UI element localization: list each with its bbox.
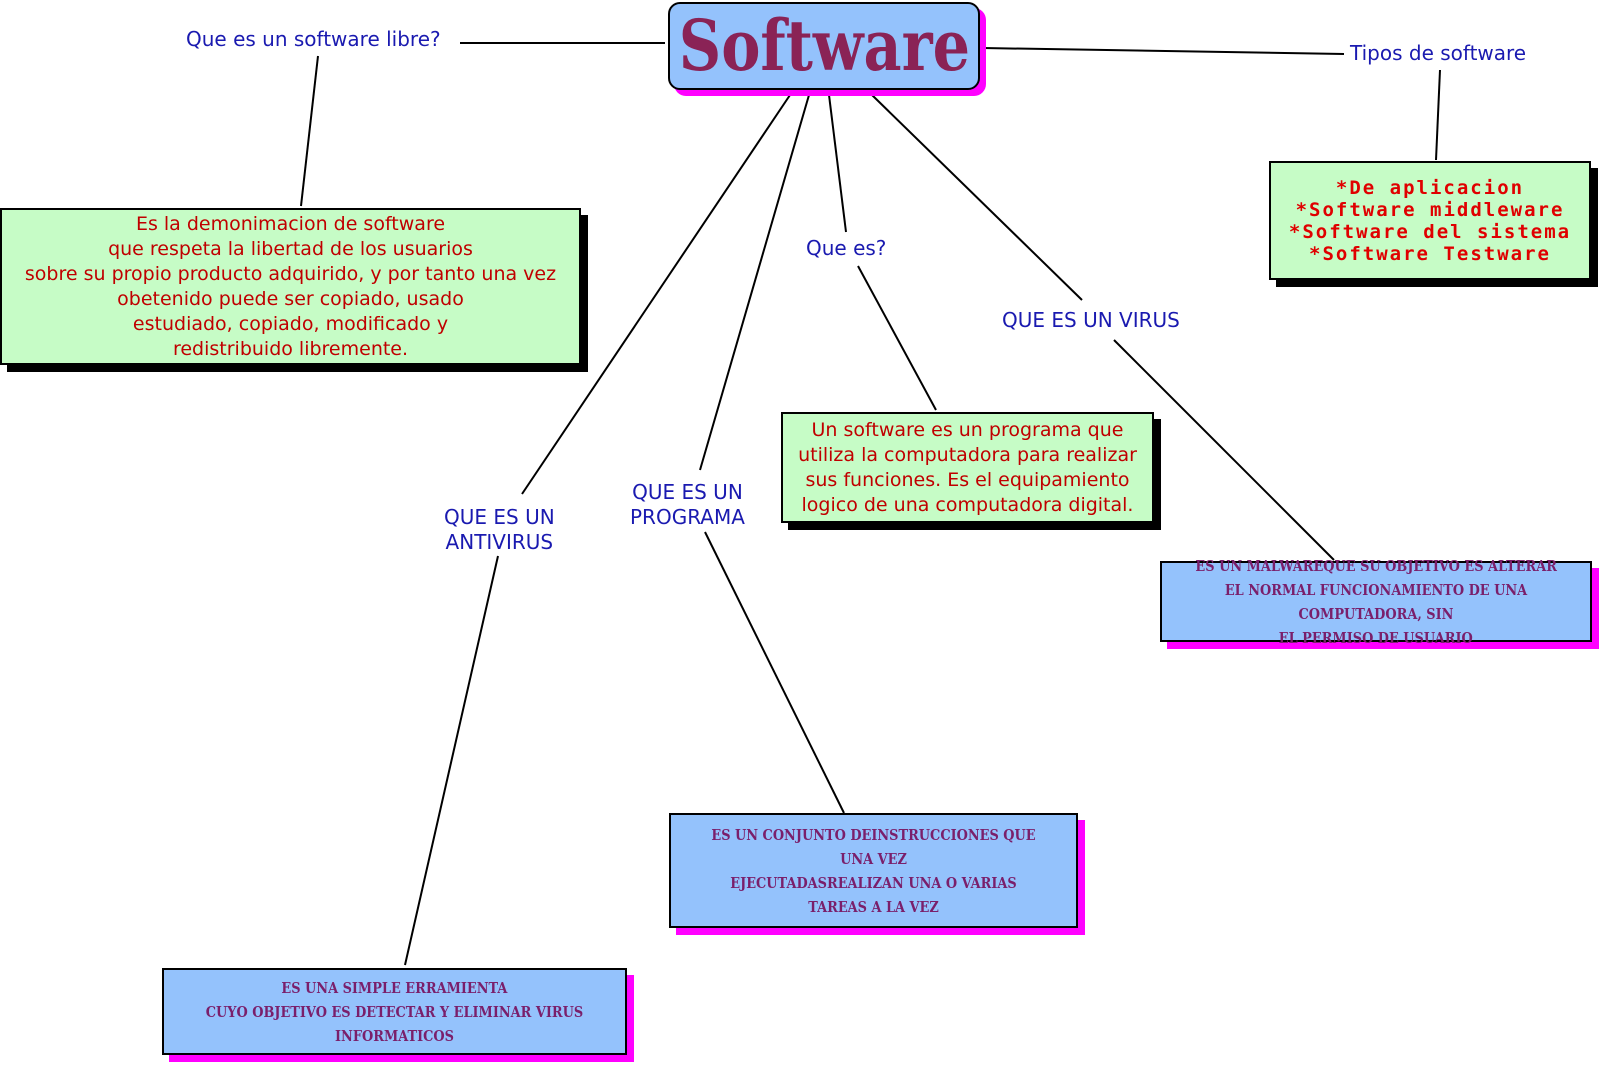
label-que-es: Que es? xyxy=(806,236,887,260)
box-virus-line: ES UN MALWAREQUE SU OBJETIVO ES ALTERAR xyxy=(1195,556,1557,575)
box-tipos-line: *Software Testware xyxy=(1309,242,1551,265)
box-virus-line: EL PERMISO DE USUARIO xyxy=(1279,628,1473,647)
box-que-es-antivirus: ES UNA SIMPLE ERRAMIENTA CUYO OBJETIVO E… xyxy=(162,968,627,1055)
box-libre-line: redistribuido libremente. xyxy=(172,337,409,360)
connector-quees-box xyxy=(857,265,937,411)
box-libre-line: estudiado, copiado, modificado y xyxy=(132,312,449,335)
box-virus-line: EL NORMAL FUNCIONAMIENTO DE UNA COMPUTAD… xyxy=(1224,580,1528,623)
label-programa-line-2: PROGRAMA xyxy=(630,505,745,529)
connector-virus-box xyxy=(1113,339,1335,561)
box-quees-line: logico de una computadora digital. xyxy=(801,493,1134,516)
label-que-es-un-virus: QUE ES UN VIRUS xyxy=(1002,308,1180,332)
box-que-es-virus: ES UN MALWAREQUE SU OBJETIVO ES ALTERAR … xyxy=(1160,557,1592,647)
connector-root-quees xyxy=(828,94,847,233)
box-software-libre: Es la demonimacion de software que respe… xyxy=(0,208,581,365)
connector-root-tipos xyxy=(982,47,1345,55)
box-antivirus-line: CUYO OBJETIVO ES DETECTAR Y ELIMINAR VIR… xyxy=(205,1002,584,1045)
label-programa-line-1: QUE ES UN xyxy=(632,480,743,504)
root-node-software: Software xyxy=(668,2,980,90)
box-libre-line: Es la demonimacion de software xyxy=(135,212,446,235)
connector-root-programa xyxy=(699,94,810,471)
label-tipos-de-software: Tipos de software xyxy=(1350,41,1527,65)
box-tipos-line: *Software middleware xyxy=(1295,198,1565,221)
box-libre-line: obetenido puede ser copiado, usado xyxy=(117,287,464,310)
label-que-es-un-programa: QUE ES UN PROGRAMA xyxy=(630,480,745,530)
box-tipos-line: *Software del sistema xyxy=(1288,220,1572,243)
label-que-es-un-antivirus: QUE ES UN ANTIVIRUS xyxy=(444,505,555,555)
connector-antivirus-box xyxy=(404,555,499,966)
box-que-es-software: Un software es un programa que utiliza l… xyxy=(781,412,1154,523)
connector-libre-box xyxy=(300,55,319,207)
connector-root-virus xyxy=(871,94,1083,301)
label-software-libre: Que es un software libre? xyxy=(186,27,441,51)
box-libre-line: sobre su propio producto adquirido, y po… xyxy=(24,262,557,285)
box-libre-line: que respeta la libertad de los usuarios xyxy=(108,237,473,260)
box-programa-line: EJECUTADASREALIZAN UNA O VARIAS TAREAS A… xyxy=(730,873,1017,916)
box-quees-line: utiliza la computadora para realizar xyxy=(798,443,1137,466)
connector-tipos-box xyxy=(1435,69,1441,161)
box-programa-line: ES UN CONJUNTO DEINSTRUCCIONES QUE UNA V… xyxy=(711,825,1036,868)
label-antivirus-line-2: ANTIVIRUS xyxy=(445,530,554,554)
box-quees-line: Un software es un programa que xyxy=(811,418,1124,441)
box-tipos-de-software: *De aplicacion *Software middleware *Sof… xyxy=(1269,161,1591,280)
root-title: Software xyxy=(678,4,970,87)
box-quees-line: sus funciones. Es el equipamiento xyxy=(805,468,1130,491)
box-tipos-line: *De aplicacion xyxy=(1335,176,1525,199)
label-antivirus-line-1: QUE ES UN xyxy=(444,505,555,529)
connector-programa-box xyxy=(704,531,845,814)
box-antivirus-line: ES UNA SIMPLE ERRAMIENTA xyxy=(281,978,508,997)
connector-root-antivirus xyxy=(521,94,791,495)
box-que-es-programa: ES UN CONJUNTO DEINSTRUCCIONES QUE UNA V… xyxy=(669,813,1078,928)
